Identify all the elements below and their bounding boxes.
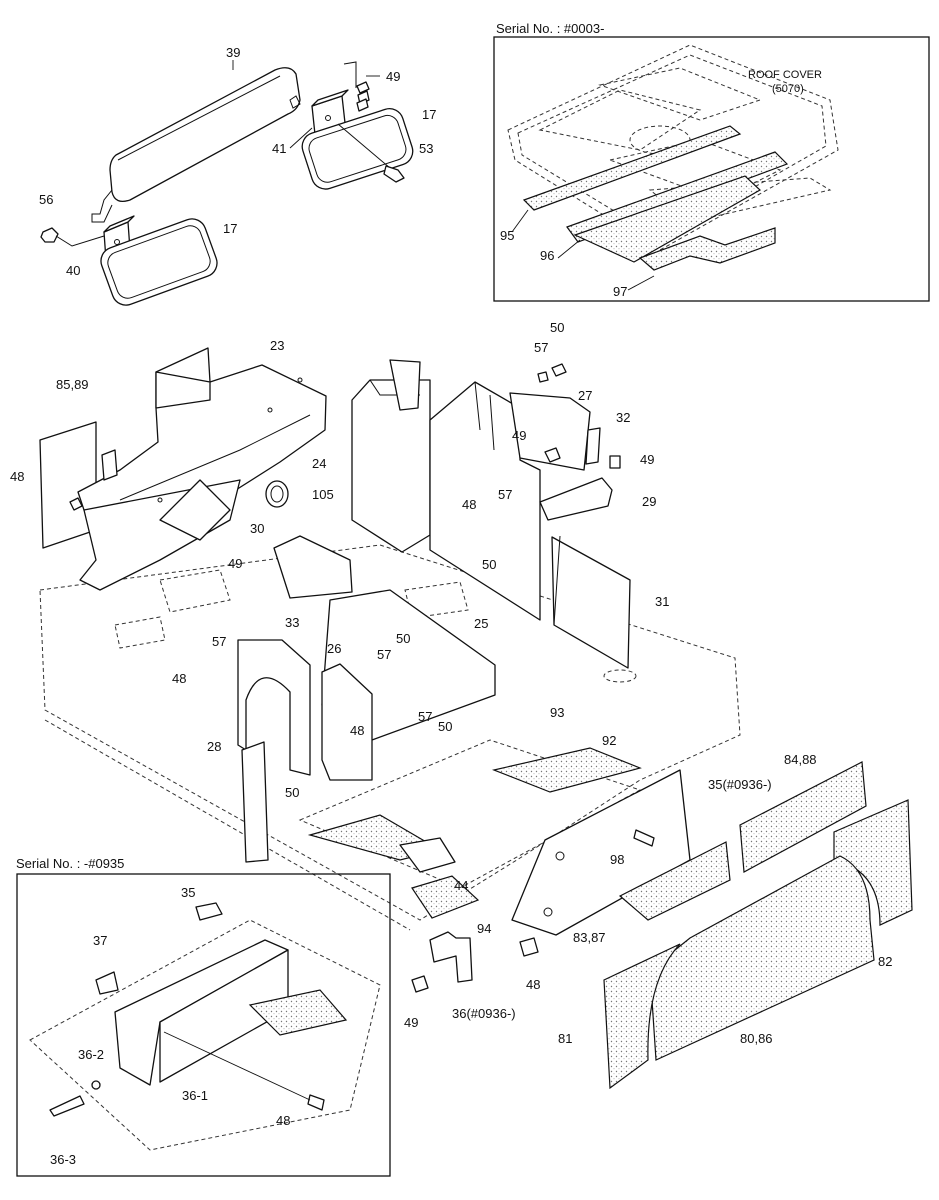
bolts-49-center [544,447,621,469]
label-94: 94 [477,921,491,936]
label-82: 82 [878,954,892,969]
label-56: 56 [39,192,53,207]
label-23: 23 [270,338,284,353]
label-28: 28 [207,739,221,754]
bracket-30 [273,535,353,599]
label-49-right: 49 [640,452,654,467]
label-50-right: 50 [396,631,410,646]
label-33: 33 [285,615,299,630]
label-92: 92 [602,733,616,748]
label-50-mid: 50 [438,719,452,734]
label-25: 25 [474,616,488,631]
label-37: 37 [93,933,107,948]
inset-header-upper: Serial No. : #0003- [496,21,604,36]
label-85-89: 85,89 [56,377,89,392]
grommet-105 [265,480,289,508]
label-57: 57 [534,340,548,355]
label-50-center: 50 [482,557,496,572]
bracket-36-0936 [429,931,473,983]
pad-81 [603,943,681,1090]
label-36-1: 36-1 [182,1088,208,1103]
bolts-50-57-top [537,363,567,383]
label-44: 44 [454,878,468,893]
nut-56 [40,227,105,247]
visor-rod [91,95,301,223]
label-84-88: 84,88 [784,752,817,767]
label-93: 93 [550,705,564,720]
bolt-98 [633,829,655,847]
label-57-right: 57 [377,647,391,662]
roof-cover-title: ROOF COVER [748,69,822,81]
label-48-inset: 48 [276,1113,290,1128]
label-49-center: 49 [512,428,526,443]
label-49-bottom: 49 [404,1015,418,1030]
label-98: 98 [610,852,624,867]
bracket-frame [429,381,541,621]
console-panel-23 [77,347,327,591]
pad-80-86 [649,855,875,1061]
label-48-left: 48 [172,671,186,686]
label-105: 105 [312,487,334,502]
bolt-53 [337,123,405,183]
mirror-17-lower [100,218,218,306]
sun-visor-39 [109,60,301,203]
bolt-49-top [343,61,380,112]
label-48-center: 48 [462,497,476,512]
bar-29 [539,477,613,521]
label-41: 41 [272,141,286,156]
bolts-48-49-lower [411,937,539,993]
label-95: 95 [500,228,514,243]
label-24: 24 [312,456,326,471]
pad-83-87 [618,841,731,921]
label-81: 81 [558,1031,572,1046]
inset-roof-cover [493,36,930,302]
cover-24 [351,359,431,553]
bracket-26 [321,663,373,781]
label-27: 27 [578,388,592,403]
label-35-0936: 35(#0936-) [708,777,772,792]
label-35-inset: 35 [181,885,195,900]
label-48: 48 [10,469,24,484]
panel-31 [551,535,631,669]
label-80-86: 80,86 [740,1031,773,1046]
label-26: 26 [327,641,341,656]
label-49-lower: 49 [228,556,242,571]
label-57-left: 57 [212,634,226,649]
label-36-2: 36-2 [78,1047,104,1062]
label-17-lower: 17 [223,221,237,236]
label-36-0936: 36(#0936-) [452,1006,516,1021]
label-50: 50 [550,320,564,335]
pad-85-89 [39,421,97,549]
label-17: 17 [422,107,436,122]
label-48-mid: 48 [350,723,364,738]
inset-bracket-0935 [16,873,391,1177]
inset-header-lower: Serial No. : -#0935 [16,856,124,871]
label-31: 31 [655,594,669,609]
label-29: 29 [642,494,656,509]
bracket-33 [237,639,311,776]
label-40: 40 [66,263,80,278]
label-53: 53 [419,141,433,156]
label-97: 97 [613,284,627,299]
label-32: 32 [616,410,630,425]
pad-84-88 [739,761,867,873]
label-36-3: 36-3 [50,1152,76,1167]
roof-cover-subtitle: (5070) [772,83,804,95]
label-57-center: 57 [498,487,512,502]
label-57-mid: 57 [418,709,432,724]
post-28 [241,741,269,863]
label-30: 30 [250,521,264,536]
label-96: 96 [540,248,554,263]
label-48-bottom: 48 [526,977,540,992]
label-83-87: 83,87 [573,930,606,945]
callout-labels: Serial No. : #0003- ROOF COVER (5070) Se… [10,21,892,1167]
label-39: 39 [226,45,240,60]
pin-32 [585,427,601,465]
bolt-48-left [69,497,83,511]
label-50-low: 50 [285,785,299,800]
label-49: 49 [386,69,400,84]
floor-pads-92-93-94 [298,739,642,919]
